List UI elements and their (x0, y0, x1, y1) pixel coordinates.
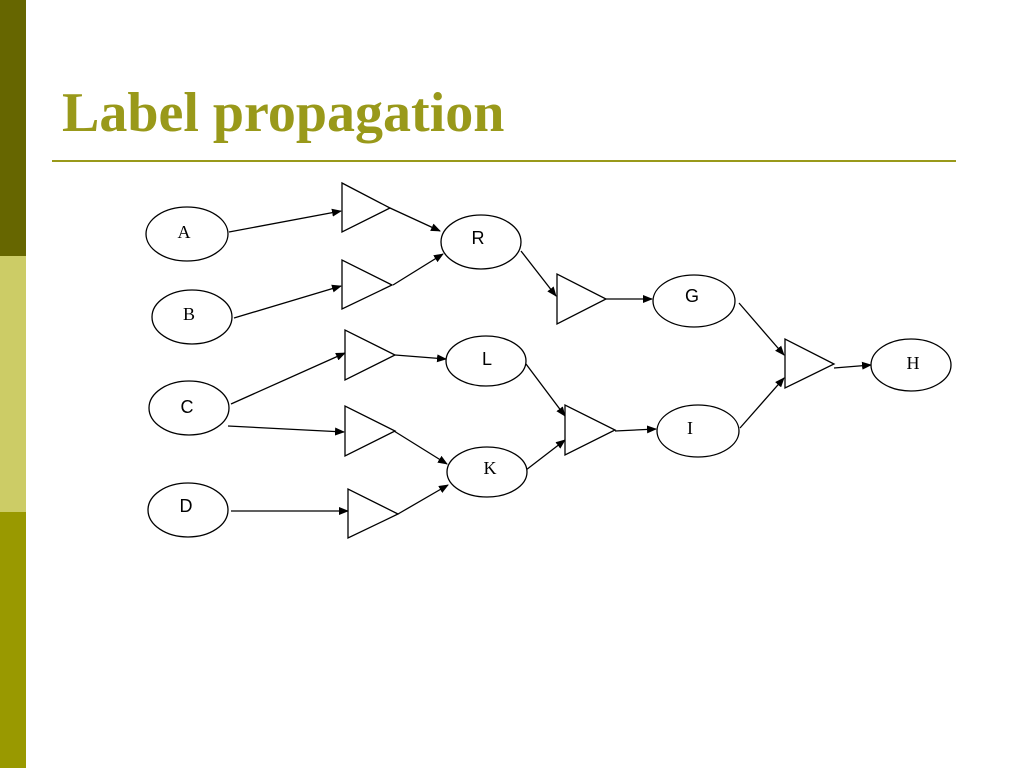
edge-c-to-gate-upper (230, 352, 346, 405)
edge-a-to-gate (228, 208, 342, 233)
gate-c-k (344, 404, 397, 458)
node-d: D (147, 482, 229, 538)
node-a-label: A (178, 222, 191, 242)
edge-gate-to-l (394, 354, 447, 363)
node-d-label: D (180, 496, 193, 516)
node-i: I (656, 404, 740, 458)
edge-gate-to-i (614, 425, 657, 434)
sidebar-segment-middle (0, 256, 26, 512)
gate-c-l (344, 328, 397, 382)
node-a: A (145, 206, 229, 262)
edge-g-to-gate (738, 302, 785, 356)
edge-i-to-gate (739, 377, 785, 429)
node-h: H (870, 338, 952, 392)
gate-r-g (556, 272, 608, 326)
edge-c-to-gate-lower (227, 425, 345, 436)
node-g: G (652, 274, 736, 328)
edge-r-to-gate (520, 250, 557, 297)
edge-gate-to-k-lower (397, 484, 449, 515)
node-c: C (148, 380, 230, 436)
node-b: B (151, 289, 233, 345)
gate-lk-i (564, 403, 617, 457)
node-b-label: B (183, 304, 195, 324)
gate-gi-h (784, 337, 836, 390)
sidebar-segment-bottom (0, 512, 26, 768)
gates (341, 181, 836, 540)
edge-gate-to-r-upper (389, 207, 441, 232)
title-divider (52, 160, 956, 162)
edge-k-to-gate (525, 439, 566, 471)
node-l-label: L (482, 349, 492, 369)
nodes: A B C D R L K G (145, 206, 952, 538)
edge-gate-to-r-lower (392, 253, 444, 286)
edge-b-to-gate (233, 284, 342, 319)
node-r: R (440, 214, 522, 270)
node-l: L (445, 335, 527, 387)
node-k: K (446, 446, 528, 498)
gate-b-r (341, 258, 394, 311)
edge-gate-to-h (833, 361, 872, 370)
node-k-label: K (484, 458, 497, 478)
node-h-label: H (907, 353, 920, 373)
edge-gate-to-k-upper (393, 430, 448, 465)
node-c-label: C (181, 397, 194, 417)
sidebar-segment-top (0, 0, 26, 256)
sidebar-accent (0, 0, 26, 768)
gate-a-r (341, 181, 392, 234)
edge-l-to-gate (525, 363, 566, 417)
gate-d-k (347, 487, 400, 540)
node-g-label: G (685, 286, 699, 306)
edges (227, 207, 872, 515)
slide-title: Label propagation (62, 82, 505, 144)
node-r-label: R (472, 228, 485, 248)
node-i-label: I (687, 418, 693, 438)
